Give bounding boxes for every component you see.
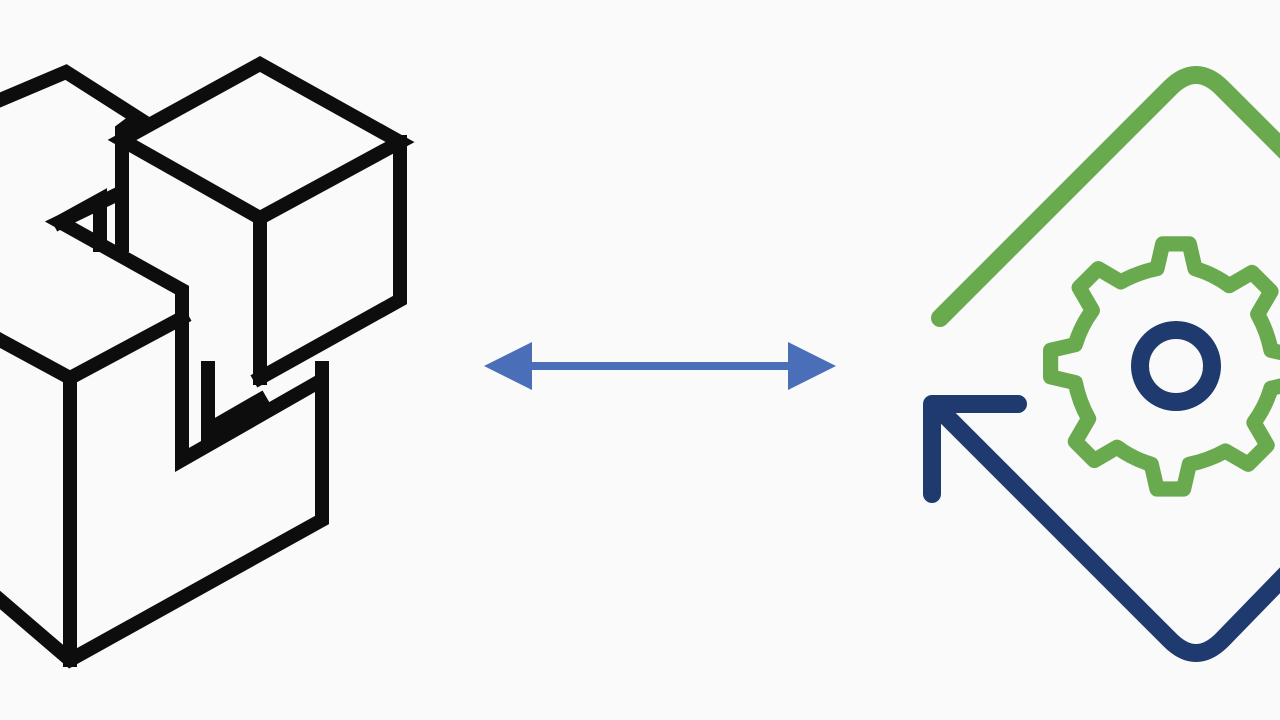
cube-outline-back xyxy=(0,64,329,473)
arrow-head-right xyxy=(788,342,836,390)
cube-edge-top-right xyxy=(250,135,407,388)
stacked-cubes-logo-icon xyxy=(0,55,415,669)
cube-outline-bottom xyxy=(0,373,329,669)
double-headed-arrow-icon xyxy=(484,342,836,390)
continuous-deployment-gear-logo-icon xyxy=(923,66,1280,662)
gear-hub xyxy=(1131,321,1221,411)
arrow-head-left xyxy=(484,342,532,390)
navy-diamond-stroke xyxy=(931,401,1280,662)
navy-arrow-head xyxy=(923,395,1027,503)
gear-icon xyxy=(1042,236,1280,497)
cube-inner-notch xyxy=(201,361,270,443)
cube-outline-top xyxy=(107,55,415,227)
cube-inner-ledge xyxy=(50,188,107,252)
cube-outline-front xyxy=(0,308,192,386)
green-diamond-stroke xyxy=(931,66,1280,327)
gear-outline xyxy=(1042,236,1280,497)
